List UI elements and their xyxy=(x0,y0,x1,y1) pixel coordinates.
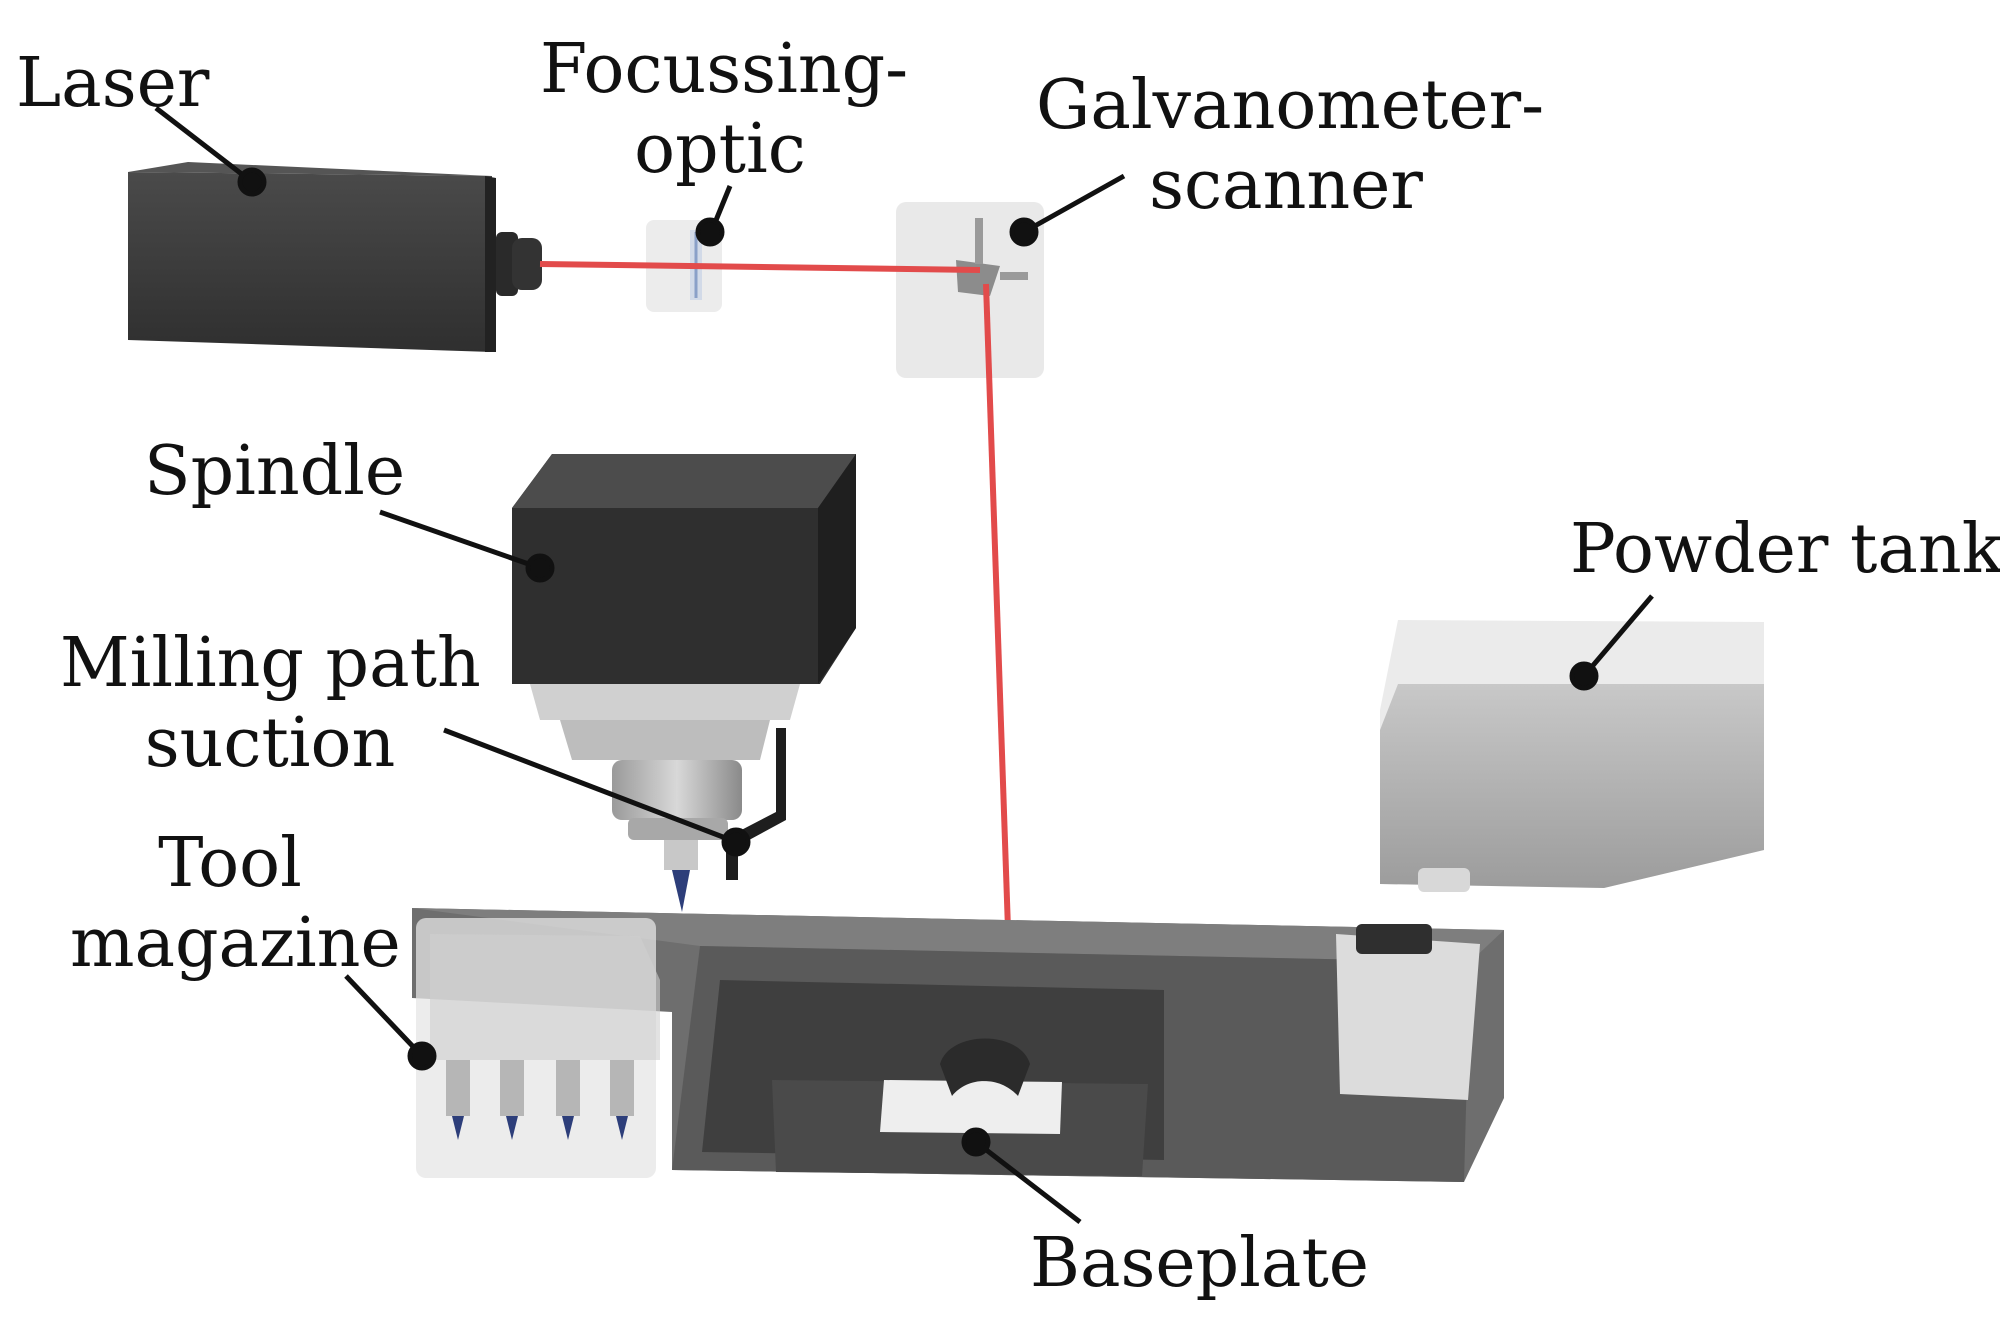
label-laser: Laser xyxy=(16,44,210,123)
leader-laser xyxy=(154,106,254,184)
leader-dot-laser xyxy=(237,167,267,197)
leader-dot-spindle xyxy=(525,553,555,583)
leader-milling-suction xyxy=(443,727,737,845)
label-milling-line1: Milling path xyxy=(60,624,481,703)
laser-unit xyxy=(128,162,542,352)
tool-magazine xyxy=(416,918,660,1178)
leader-dot-baseplate xyxy=(961,1127,991,1157)
powder-tank xyxy=(1380,620,1764,892)
laser-beam xyxy=(539,261,1015,1048)
label-focusing-optic: Focussing- optic xyxy=(540,30,909,190)
build-platform xyxy=(412,908,1504,1182)
label-galvanometer-line1: Galvanometer- xyxy=(1036,66,1545,145)
leader-dot-powder-tank xyxy=(1569,661,1599,691)
leader-dot-tool-magazine xyxy=(407,1041,437,1071)
label-focusing-optic-line1: Focussing- xyxy=(540,30,909,109)
leader-tool-magazine xyxy=(344,974,424,1058)
leader-spindle xyxy=(379,509,541,571)
label-galvanometer-line2: scanner xyxy=(1149,146,1423,225)
leader-dot-galvanometer xyxy=(1009,217,1039,247)
label-milling-line2: suction xyxy=(144,704,396,783)
leader-galvanometer xyxy=(1022,173,1126,235)
label-powder-tank: Powder tank xyxy=(1570,510,2000,589)
leader-dot-focusing-optic xyxy=(695,217,725,247)
label-tool-magazine-line1: Tool xyxy=(158,824,302,903)
leader-powder-tank xyxy=(1582,594,1654,678)
leader-lines xyxy=(154,106,1654,1224)
label-milling-path-suction: Milling path suction xyxy=(60,624,481,784)
leader-dot-milling-suction xyxy=(721,827,751,857)
label-tool-magazine-line2: magazine xyxy=(70,904,401,983)
label-baseplate: Baseplate xyxy=(1030,1224,1370,1303)
label-galvanometer-scanner: Galvanometer- scanner xyxy=(1036,66,1545,226)
leader-baseplate xyxy=(974,1140,1082,1224)
spindle-unit xyxy=(512,454,856,912)
label-focusing-optic-line2: optic xyxy=(634,110,806,189)
label-spindle: Spindle xyxy=(144,432,406,511)
label-tool-magazine: Tool magazine xyxy=(70,824,401,984)
